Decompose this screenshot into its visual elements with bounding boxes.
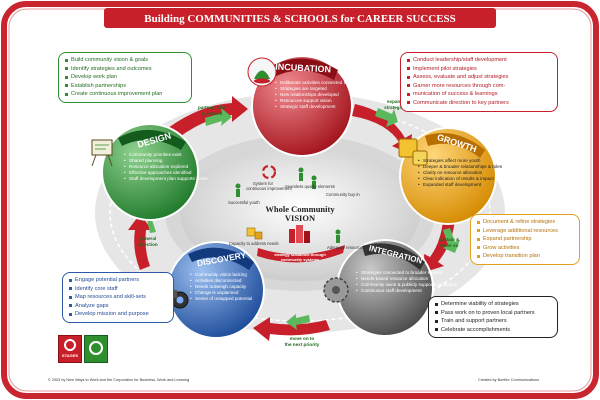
discovery-actions-box: Engage potential partners Identify core … xyxy=(62,272,174,323)
design-action-item: Develop work plan xyxy=(64,73,186,82)
incubation-action-item: Garner more resources through com- xyxy=(406,82,552,91)
growth-bullet: Deeper & broader relationships & roles xyxy=(418,164,502,170)
vision-title-2: VISION xyxy=(285,213,316,223)
design-action-item: Establish partnerships xyxy=(64,82,186,91)
arrow-label-partner-2: & actions xyxy=(202,111,223,116)
design-actions-box: Build community vision & goals Identify … xyxy=(58,52,192,103)
discovery-action-item: Identify core staff xyxy=(68,285,168,294)
recycle-arrows-icon xyxy=(261,164,277,180)
cycle-arrows xyxy=(128,96,455,341)
integration-bullet: Community owns & publicly supports strat… xyxy=(356,282,457,288)
integration-action-item: Celebrate accomplishments xyxy=(434,326,552,335)
growth-bullets: Strategies affect more youth Deeper & br… xyxy=(418,158,502,188)
arrow-label-expand-2: strategies xyxy=(384,105,406,110)
connector-labels: partner roles & actions expand strategie… xyxy=(138,99,460,347)
page-title: Building COMMUNITIES & SCHOOLS for CAREE… xyxy=(144,13,456,25)
design-bullets: Community priorities exist Shared planni… xyxy=(124,152,208,182)
stages-logo: STAGES xyxy=(58,335,82,363)
arrow-label-sustain-1: sustain & xyxy=(439,237,460,242)
label-successful-youth: Successful youth xyxy=(228,200,260,205)
growth-bullet: Clarity on resource allocation xyxy=(418,170,502,176)
design-action-item: Build community vision & goals xyxy=(64,56,186,65)
design-bullet: Resource allocation explored xyxy=(124,164,208,170)
arrow-label-partner-1: partner roles xyxy=(198,105,227,110)
ribbon-text-1: strategy sustained through xyxy=(274,252,326,257)
blueprint-easel-icon xyxy=(91,139,113,167)
incubation-action-item: Conduct leadership/staff development xyxy=(406,56,552,65)
discovery-action-item: Map resources and skill-sets xyxy=(68,293,168,302)
incubation-bullet: Resources support vision xyxy=(275,98,360,104)
growth-bullet: Strategies affect more youth xyxy=(418,158,502,164)
label-community-buyin: Community buy-in xyxy=(326,192,360,197)
incubation-label: INCUBATION xyxy=(275,62,331,75)
title-banner xyxy=(104,8,496,28)
partner-logo-icon xyxy=(84,335,108,363)
label-system-1: System for xyxy=(253,181,274,186)
arrow-label-sustain-2: move on xyxy=(440,243,459,248)
integration-action-item: Train and support partners xyxy=(434,317,552,326)
growth-bullet: Clear indication of results & impact xyxy=(418,176,502,182)
city-buildings-icon xyxy=(289,225,310,243)
discovery-bullet: Sense of untapped potential xyxy=(190,296,252,302)
growth-action-item: Leverage additional resources xyxy=(476,227,574,236)
stages-logo-mark-icon xyxy=(64,339,76,351)
incubation-action-item: Implement pilot strategies xyxy=(406,65,552,74)
label-system-2: continuous improvement xyxy=(246,186,292,191)
integration-bullet: Strategies connected to broader system xyxy=(356,270,457,276)
gears-icon xyxy=(323,277,349,303)
incubation-bullet: Strategies are targeted xyxy=(275,86,360,92)
discovery-bullet: Community vision lacking xyxy=(190,272,252,278)
design-bullet: Effective approaches identified xyxy=(124,170,208,176)
person-icon xyxy=(235,167,341,243)
design-action-item: Create continuous improvement plan xyxy=(64,90,186,99)
discovery-action-item: Analyze gaps xyxy=(68,302,168,311)
ribbon-text-2: community systems xyxy=(281,257,320,262)
incubation-bullet: Deliberate activities connected to visio… xyxy=(275,80,360,86)
integration-bullets: Strategies connected to broader system N… xyxy=(356,270,457,294)
growth-action-item: Document & refine strategies xyxy=(476,218,574,227)
discovery-action-item: Develop mission and purpose xyxy=(68,310,168,319)
small-puzzle-icon xyxy=(246,227,263,240)
incubation-action-item: Assess, evaluate and adjust strategies xyxy=(406,73,552,82)
stages-logo-text: STAGES xyxy=(61,353,79,358)
integration-actions-box: Determine viability of strategies Pass w… xyxy=(428,296,558,339)
incubation-action-item: munication of success & learnings xyxy=(406,90,552,99)
discovery-bullet: Activities disconnected xyxy=(190,278,252,284)
growth-bullet: Expanded staff development xyxy=(418,182,502,188)
incubation-actions-box: Conduct leadership/staff development Imp… xyxy=(400,52,558,112)
label-seamless: Seamless quality elements xyxy=(285,184,335,189)
discovery-bullets: Community vision lacking Activities disc… xyxy=(190,272,252,302)
incubation-bullets: Deliberate activities connected to visio… xyxy=(275,80,360,110)
arrow-label-general-2: direction xyxy=(138,242,158,247)
design-bullet: Shared planning xyxy=(124,158,208,164)
incubation-action-item: Communicate direction to key partners xyxy=(406,99,552,108)
discovery-bullet: Needs outweigh capacity xyxy=(190,284,252,290)
integration-bullet: Needs-based resource allocation xyxy=(356,276,457,282)
arrow-label-expand-1: expand xyxy=(387,99,403,104)
incubation-bullet: New relationships developed xyxy=(275,92,360,98)
design-bullet: Community priorities exist xyxy=(124,152,208,158)
discovery-bullet: Change is unplanned xyxy=(190,290,252,296)
footer-copyright: © 2003 by New Ways to Work and the Corpo… xyxy=(48,378,190,382)
arrow-label-general-1: general xyxy=(140,236,156,241)
arrow-label-move-2: the next priority xyxy=(285,342,320,347)
design-action-item: Identify strategies and outcomes xyxy=(64,65,186,74)
footer-credit: Created by Bonfire Communications xyxy=(478,378,539,382)
arrow-label-move-1: move on to xyxy=(290,336,315,341)
vision-title-1: Whole Community xyxy=(265,204,335,214)
label-adequate-resources: Adequate resources xyxy=(327,245,365,250)
growth-action-item: Expand partnership xyxy=(476,235,574,244)
growth-actions-box: Document & refine strategies Leverage ad… xyxy=(470,214,580,265)
label-capacity: Capacity to address needs xyxy=(229,241,279,246)
integration-bullet: Continuous staff development xyxy=(356,288,457,294)
vision-ribbon xyxy=(257,245,345,263)
design-bullet: Staff development plan supports vision xyxy=(124,176,208,182)
integration-action-item: Determine viability of strategies xyxy=(434,300,552,309)
integration-action-item: Pass work on to proven local partners xyxy=(434,309,552,318)
growth-action-item: Develop transition plan xyxy=(476,252,574,261)
incubation-bullet: Strategic staff development xyxy=(275,104,360,110)
growth-action-item: Grow activities xyxy=(476,244,574,253)
discovery-action-item: Engage potential partners xyxy=(68,276,168,285)
